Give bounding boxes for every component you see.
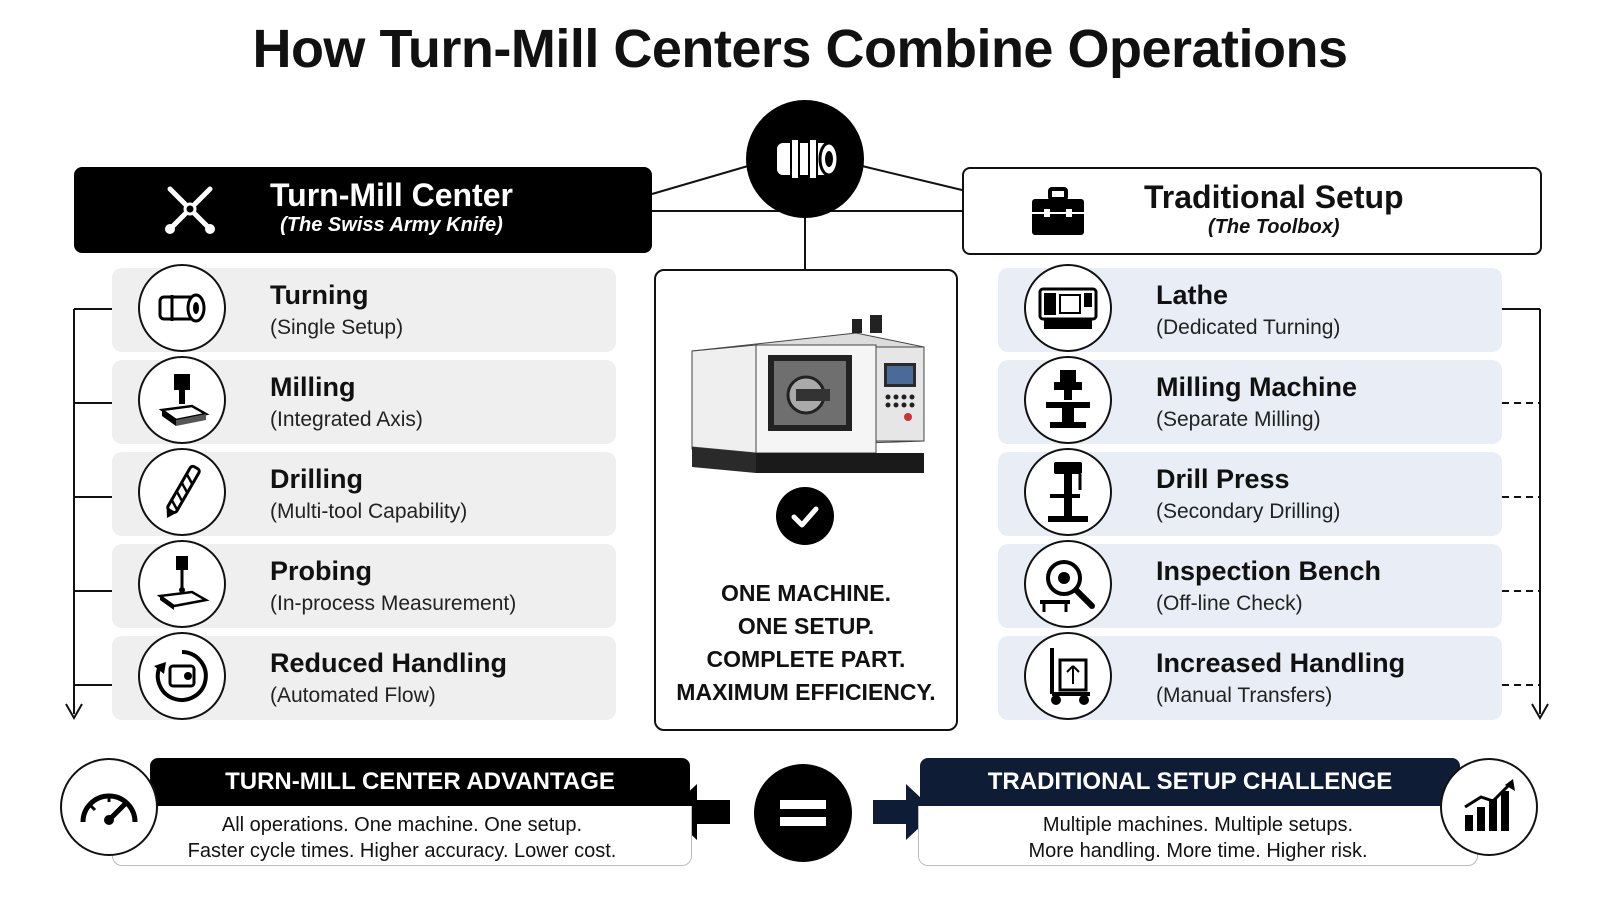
challenge-line-1: Multiple machines. Multiple setups. bbox=[1042, 814, 1354, 836]
turn-mill-center-header: Turn-Mill Center (The Swiss Army Knife) bbox=[74, 167, 652, 253]
center-line: ONE MACHINE. bbox=[721, 580, 891, 606]
item-subtitle: (Integrated Axis) bbox=[270, 408, 423, 431]
automated-flow-icon bbox=[138, 632, 226, 720]
challenge-heading: TRADITIONAL SETUP CHALLENGE bbox=[987, 768, 1393, 795]
toolbox-icon bbox=[1032, 187, 1084, 235]
right-item-milling-machine: Milling Machine (Separate Milling) bbox=[998, 356, 1502, 444]
left-item-drilling: Drilling (Multi-tool Capability) bbox=[112, 448, 616, 536]
left-item-probing: Probing (In-process Measurement) bbox=[112, 540, 616, 628]
item-subtitle: (Separate Milling) bbox=[1156, 408, 1321, 431]
center-statement: ONE MACHINE. ONE SETUP. COMPLETE PART. M… bbox=[656, 577, 956, 709]
item-title: Milling Machine bbox=[1156, 372, 1358, 402]
milling-machine-icon bbox=[1024, 356, 1112, 444]
item-subtitle: (Dedicated Turning) bbox=[1156, 316, 1341, 339]
turning-part-icon bbox=[138, 264, 226, 352]
right-header-title: Traditional Setup bbox=[1144, 179, 1404, 215]
item-title: Milling bbox=[270, 372, 356, 402]
traditional-setup-header: Traditional Setup (The Toolbox) bbox=[962, 167, 1542, 255]
item-title: Probing bbox=[270, 556, 372, 586]
hub-part-icon bbox=[746, 100, 864, 218]
item-subtitle: (Multi-tool Capability) bbox=[270, 500, 468, 523]
cnc-turn-mill-machine-image bbox=[691, 315, 925, 473]
advantage-banner-heading: TURN-MILL CENTER ADVANTAGE bbox=[150, 758, 690, 806]
checkmark-icon bbox=[776, 487, 834, 545]
item-title: Drill Press bbox=[1156, 464, 1290, 494]
left-item-milling: Milling (Integrated Axis) bbox=[112, 356, 616, 444]
item-title: Turning bbox=[270, 280, 369, 310]
challenge-banner-body: Multiple machines. Multiple setups. More… bbox=[918, 806, 1478, 866]
right-item-lathe: Lathe (Dedicated Turning) bbox=[998, 264, 1502, 352]
left-header-subtitle: (The Swiss Army Knife) bbox=[280, 214, 503, 236]
item-subtitle: (Off-line Check) bbox=[1156, 592, 1303, 615]
center-line: MAXIMUM EFFICIENCY. bbox=[676, 679, 936, 705]
item-subtitle: (Manual Transfers) bbox=[1156, 684, 1333, 707]
center-summary-panel: ONE MACHINE. ONE SETUP. COMPLETE PART. M… bbox=[654, 269, 958, 731]
advantage-line-2: Faster cycle times. Higher accuracy. Low… bbox=[187, 840, 617, 862]
challenge-banner-heading: TRADITIONAL SETUP CHALLENGE bbox=[920, 758, 1460, 806]
challenge-line-2: More handling. More time. Higher risk. bbox=[1028, 840, 1368, 862]
drill-press-icon bbox=[1024, 448, 1112, 536]
right-item-increased-handling: Increased Handling (Manual Transfers) bbox=[998, 632, 1502, 720]
center-line: COMPLETE PART. bbox=[706, 646, 906, 672]
item-subtitle: (Automated Flow) bbox=[270, 684, 436, 707]
left-item-turning: Turning (Single Setup) bbox=[112, 264, 616, 352]
equals-icon bbox=[754, 764, 852, 862]
rising-bar-chart-icon bbox=[1440, 758, 1538, 856]
advantage-line-1: All operations. One machine. One setup. bbox=[221, 814, 583, 836]
center-line: ONE SETUP. bbox=[737, 613, 875, 639]
milling-spindle-icon bbox=[138, 356, 226, 444]
advantage-banner-body: All operations. One machine. One setup. … bbox=[112, 806, 692, 866]
item-title: Drilling bbox=[270, 464, 363, 494]
swiss-army-knife-icon bbox=[165, 186, 215, 234]
left-header-title: Turn-Mill Center bbox=[270, 177, 513, 213]
speedometer-icon bbox=[60, 758, 158, 856]
page-title: How Turn-Mill Centers Combine Operations bbox=[252, 19, 1348, 79]
magnifier-inspection-icon bbox=[1024, 540, 1112, 628]
item-subtitle: (In-process Measurement) bbox=[270, 592, 517, 615]
probe-icon bbox=[138, 540, 226, 628]
left-item-reduced-handling: Reduced Handling (Automated Flow) bbox=[112, 632, 616, 720]
hand-truck-icon bbox=[1024, 632, 1112, 720]
right-item-drill-press: Drill Press (Secondary Drilling) bbox=[998, 448, 1502, 536]
lathe-icon bbox=[1024, 264, 1112, 352]
right-header-subtitle: (The Toolbox) bbox=[1208, 216, 1340, 238]
advantage-heading: TURN-MILL CENTER ADVANTAGE bbox=[225, 768, 615, 795]
cylindrical-part-icon bbox=[777, 138, 840, 180]
item-title: Inspection Bench bbox=[1156, 556, 1382, 586]
item-title: Lathe bbox=[1156, 280, 1229, 310]
drill-bit-icon bbox=[138, 448, 226, 536]
item-title: Reduced Handling bbox=[270, 648, 508, 678]
item-title: Increased Handling bbox=[1156, 648, 1406, 678]
item-subtitle: (Secondary Drilling) bbox=[1156, 500, 1341, 523]
right-item-inspection-bench: Inspection Bench (Off-line Check) bbox=[998, 540, 1502, 628]
item-subtitle: (Single Setup) bbox=[270, 316, 404, 339]
